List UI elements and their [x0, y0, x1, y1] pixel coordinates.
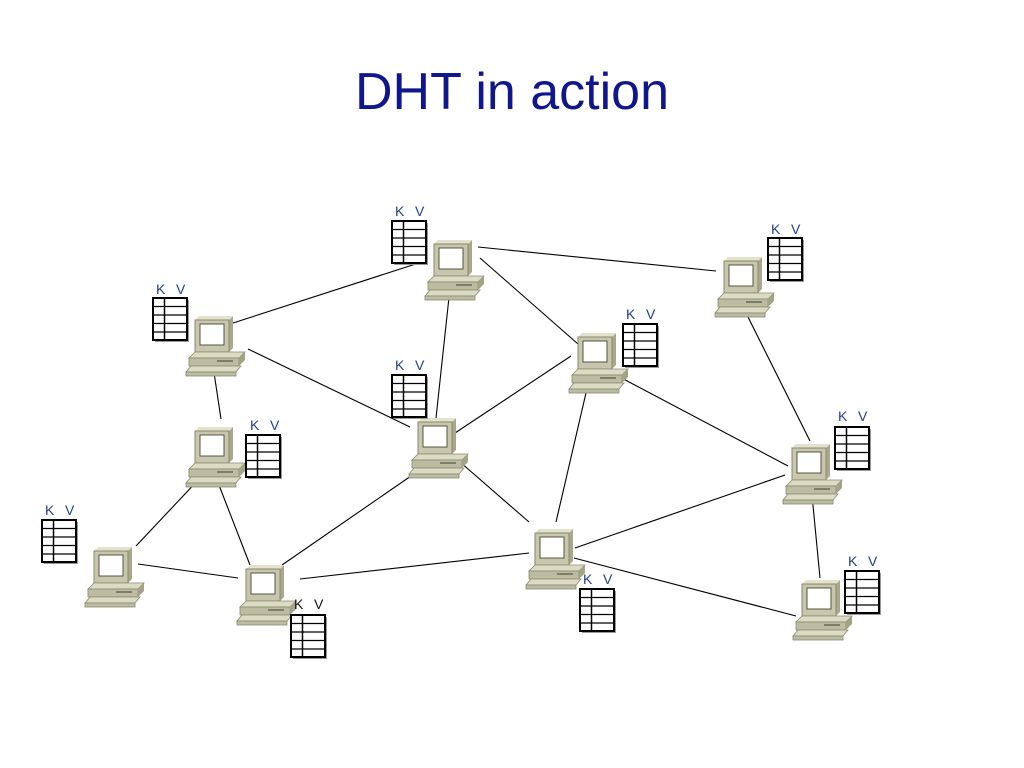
link [555, 379, 590, 523]
value-label: V [603, 571, 613, 587]
key-value-table-icon [767, 237, 805, 283]
link [477, 246, 717, 272]
desktop-computer-icon [236, 564, 297, 626]
desktop-computer-icon [792, 579, 853, 641]
value-label: V [415, 357, 425, 373]
network-links [135, 246, 821, 617]
key-label: K [250, 417, 260, 433]
desktop-computer-icon [408, 417, 469, 479]
key-value-table-icon [844, 570, 882, 616]
link [137, 563, 239, 579]
key-label: K [838, 408, 848, 424]
key-label: K [395, 203, 405, 219]
key-value-table-icon [391, 220, 429, 266]
link [247, 348, 411, 428]
link [454, 355, 572, 434]
value-label: V [176, 281, 186, 297]
key-value-table-icon [245, 434, 283, 480]
key-label: K [771, 221, 781, 237]
desktop-computer-icon [185, 315, 246, 377]
key-label: K [395, 357, 405, 373]
link [299, 552, 530, 580]
value-label: V [314, 596, 324, 612]
link [479, 257, 579, 345]
key-label: K [156, 281, 166, 297]
key-value-table-icon [579, 588, 617, 634]
key-value-table-icon [622, 323, 660, 369]
key-value-table-icon [391, 374, 429, 420]
key-value-table-icon [834, 426, 872, 472]
key-value-table-icon [290, 614, 328, 660]
desktop-computer-icon [568, 332, 629, 394]
key-value-table-icon [41, 519, 79, 565]
value-label: V [868, 553, 878, 569]
link [459, 461, 530, 523]
value-label: V [858, 408, 868, 424]
desktop-computer-icon [185, 426, 246, 488]
link [574, 474, 786, 549]
desktop-computer-icon [84, 546, 145, 608]
link [216, 479, 251, 566]
slide-title: DHT in action [354, 63, 670, 121]
link [232, 260, 426, 324]
link [611, 372, 789, 467]
key-label: K [45, 502, 55, 518]
link [742, 306, 811, 442]
link [811, 494, 821, 579]
key-label: K [848, 553, 858, 569]
computer-nodes [84, 239, 853, 641]
value-label: V [646, 306, 656, 322]
key-label: K [626, 306, 636, 322]
value-label: V [65, 502, 75, 518]
kv-labels: K V K V K V K V K V K V K V K V K V K V … [45, 203, 878, 612]
key-value-table-icon [152, 297, 190, 343]
desktop-computer-icon [424, 239, 485, 301]
key-label: K [583, 571, 593, 587]
value-label: V [270, 417, 280, 433]
value-label: V [415, 203, 425, 219]
link [573, 557, 797, 617]
link [435, 287, 451, 419]
link [281, 466, 425, 566]
key-label: K [294, 596, 304, 612]
desktop-computer-icon [714, 256, 775, 318]
value-label: V [791, 221, 801, 237]
link [135, 477, 201, 547]
desktop-computer-icon [782, 443, 843, 505]
